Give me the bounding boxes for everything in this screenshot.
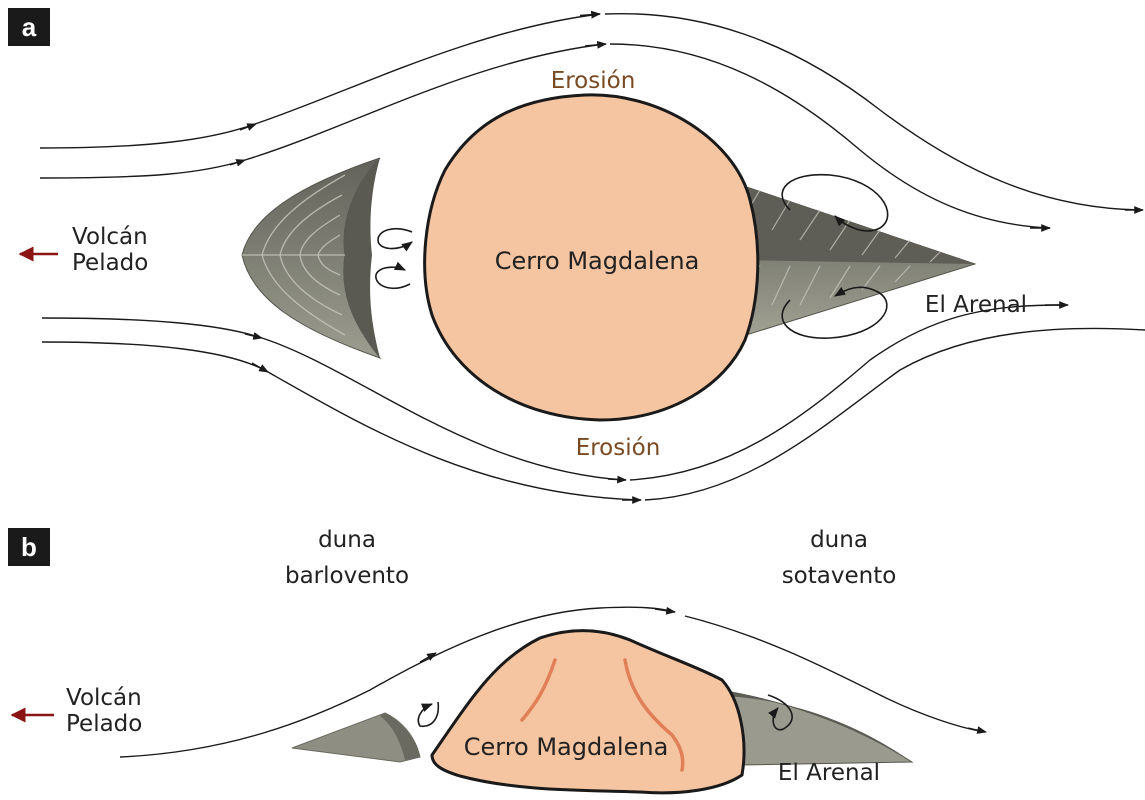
leeward-dune-label-line1: duna <box>810 527 868 553</box>
windward-dune-b <box>292 713 420 762</box>
volcano-a-line1: Volcán <box>72 224 148 250</box>
hill-b-label: Cerro Magdalena <box>464 733 669 761</box>
leeward-dune-label-line2: sotavento <box>782 563 897 589</box>
panel-a: a <box>8 8 1145 500</box>
windward-eddy-b <box>418 702 438 726</box>
windward-dune-label-line2: barlovento <box>285 563 409 589</box>
windward-dune-label-line1: duna <box>318 527 376 553</box>
windward-dune-a <box>242 158 380 358</box>
el-arenal-a-label: El Arenal <box>925 292 1027 318</box>
windward-eddies-a <box>376 229 412 289</box>
panel-b-tag: b <box>21 532 37 562</box>
volcano-b-line1: Volcán <box>66 685 142 711</box>
erosion-top-label: Erosión <box>551 68 636 94</box>
volcano-b-line2: Pelado <box>66 711 142 737</box>
el-arenal-b-label: El Arenal <box>778 760 880 786</box>
panel-a-tag: a <box>22 12 37 42</box>
erosion-bottom-label: Erosión <box>576 435 661 461</box>
panel-b: b duna barlovento duna sotavento <box>8 527 986 793</box>
hill-a-label: Cerro Magdalena <box>495 247 700 275</box>
hill-b <box>432 631 744 793</box>
leeward-dune-b <box>720 690 912 765</box>
volcano-a-line2: Pelado <box>72 250 148 276</box>
